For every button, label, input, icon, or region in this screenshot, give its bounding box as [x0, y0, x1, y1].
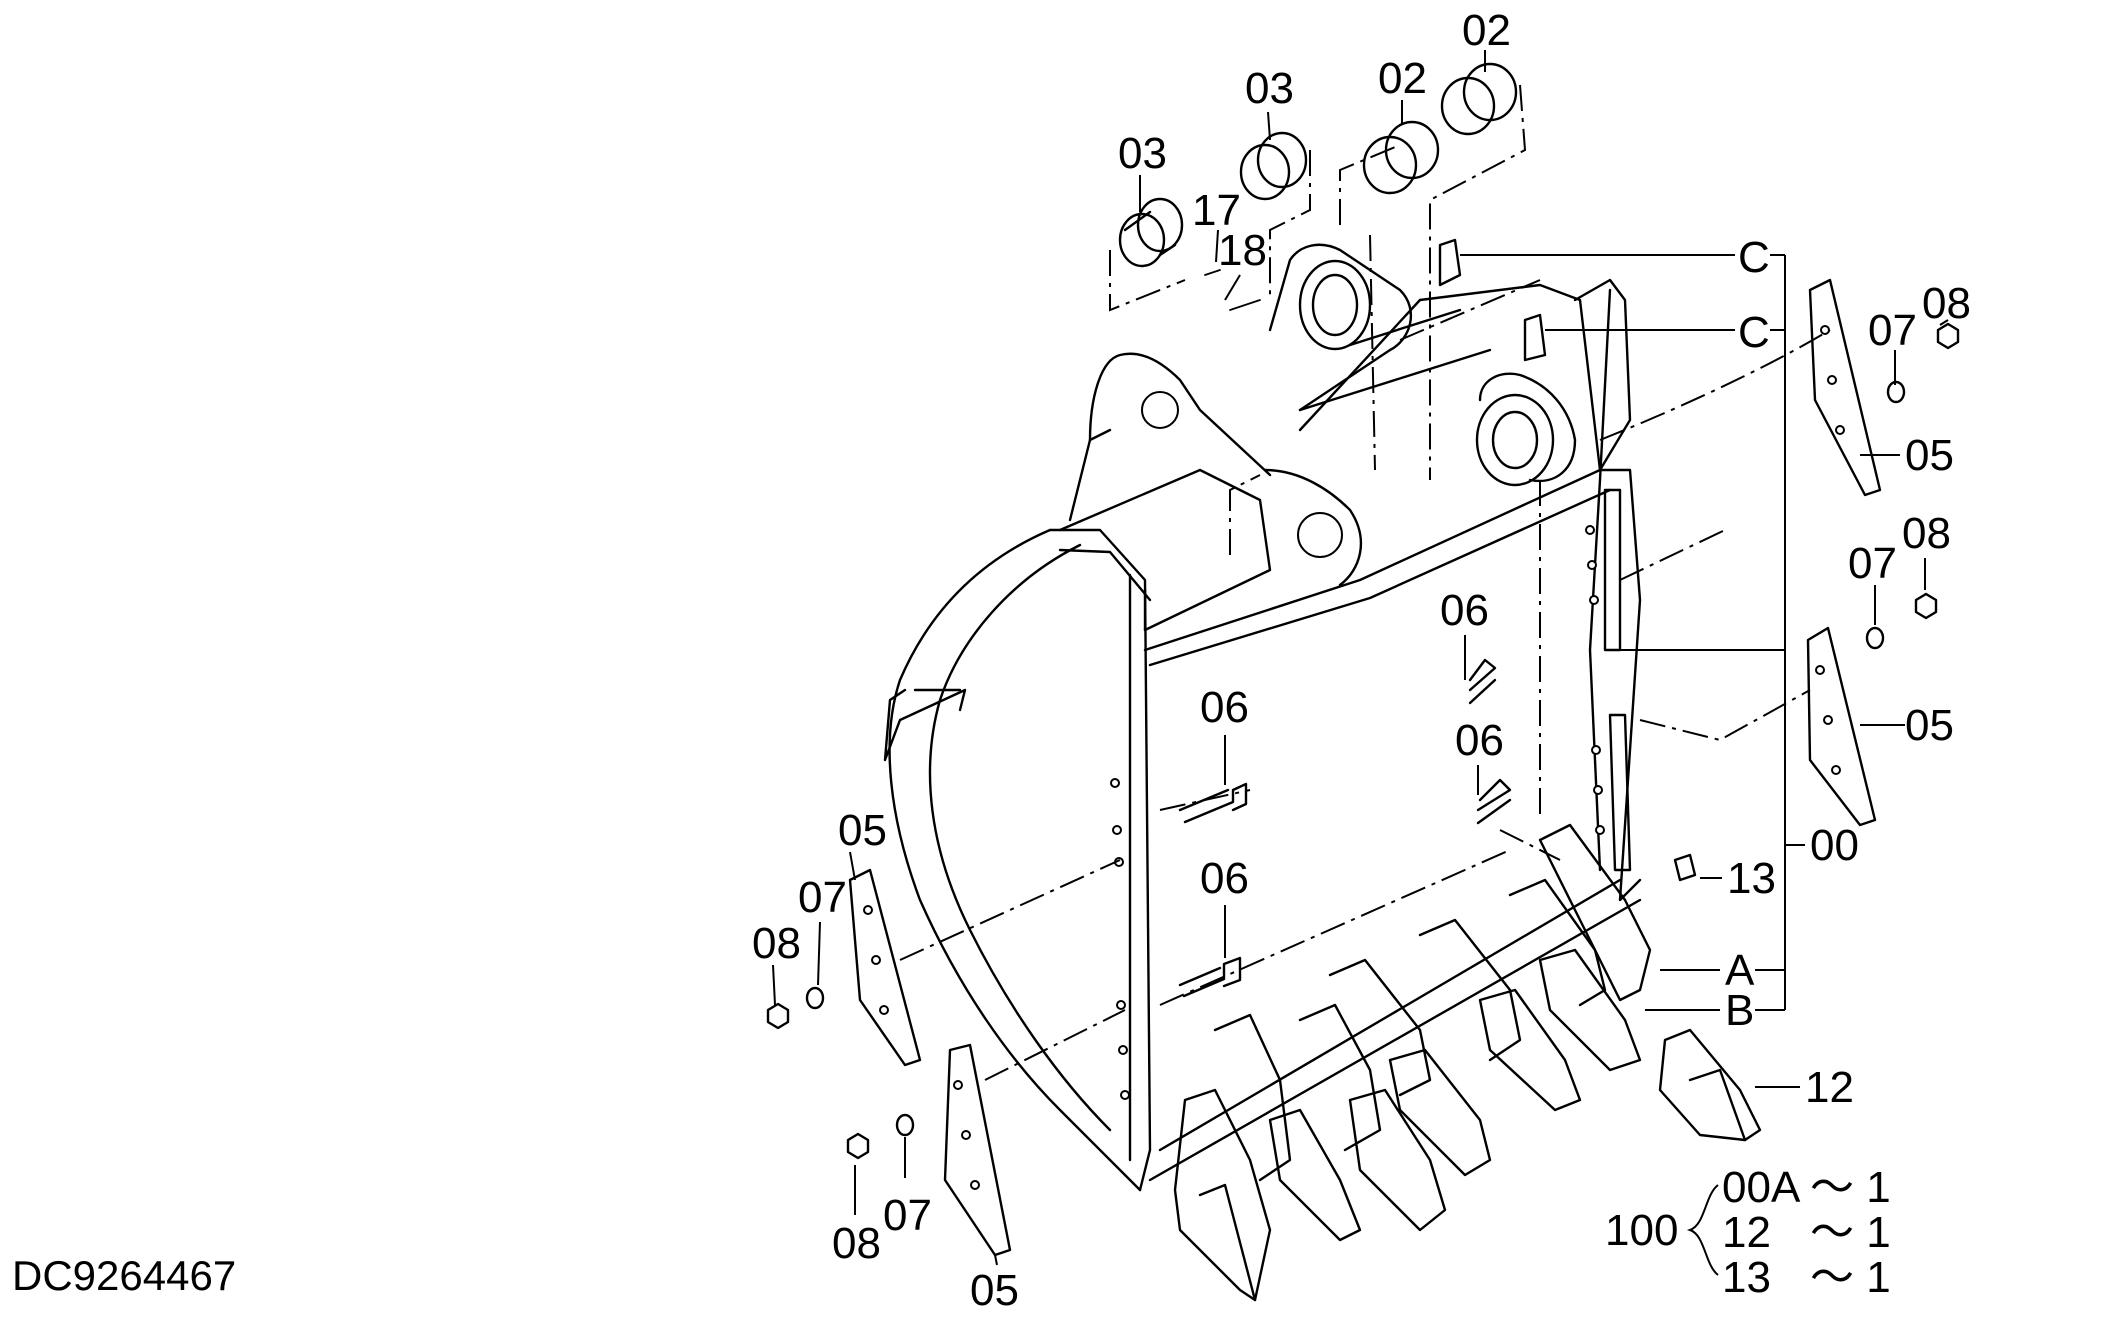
tooth-5: [1418, 918, 1582, 1112]
callout-leaders: [772, 50, 1949, 1276]
callout-03-b: 03: [1118, 129, 1167, 178]
callout-B: B: [1725, 986, 1754, 1035]
kit-row-3-range: ～ 1: [1810, 1253, 1891, 1302]
side-cutters: [766, 278, 1960, 1257]
kit-legend: 100 00A ～ 1 12 ～ 1 13 ～ 1: [1605, 1163, 1891, 1302]
mounting-brackets: [1068, 238, 1577, 587]
callout-06-c: 06: [1440, 586, 1489, 635]
callout-08-c: 08: [1922, 279, 1971, 328]
callout-06-a: 06: [1200, 683, 1249, 732]
callout-A: A: [1725, 946, 1755, 995]
bucket-body: [883, 278, 1642, 1192]
callout-12: 12: [1805, 1063, 1854, 1112]
kit-number: 100: [1605, 1206, 1678, 1255]
callout-labels: 02 02 03 03 17 18 C C 08 07 05 08 07 05 …: [752, 6, 1971, 1315]
tooth-2: [1213, 1013, 1362, 1242]
callout-C-b: C: [1738, 308, 1770, 357]
callout-07-b: 07: [883, 1191, 932, 1240]
bucket-teeth: [1173, 823, 1762, 1302]
bushing-parts: [1118, 62, 1518, 311]
callout-05-c: 05: [1905, 431, 1954, 480]
callout-06-d: 06: [1455, 716, 1504, 765]
callout-13: 13: [1727, 854, 1776, 903]
drawing-id: DC9264467: [12, 1252, 236, 1299]
bushing-02-left: [1362, 120, 1440, 195]
tooth-7: [1538, 823, 1652, 1002]
callout-08-a: 08: [752, 919, 801, 968]
tooth-cap-12: [1658, 1028, 1762, 1142]
kit-row-2-part: 12: [1722, 1208, 1771, 1257]
callout-07-c: 07: [1868, 306, 1917, 355]
callout-05-d: 05: [1905, 701, 1954, 750]
callout-08-b: 08: [832, 1219, 881, 1268]
centerlines: [899, 84, 1831, 1081]
callout-07-d: 07: [1848, 539, 1897, 588]
callout-03-a: 03: [1245, 64, 1294, 113]
bushing-02-right: [1440, 62, 1518, 136]
kit-row-3-part: 13: [1722, 1253, 1771, 1302]
tooth-3: [1298, 1003, 1447, 1232]
callout-05-a: 05: [838, 806, 887, 855]
kit-row-1-part: 00A: [1722, 1163, 1801, 1212]
callout-02-a: 02: [1462, 6, 1511, 55]
callout-18: 18: [1218, 226, 1267, 275]
kit-row-1-range: ～ 1: [1810, 1163, 1891, 1212]
tooth-1: [1173, 1088, 1272, 1302]
pin-13: [1673, 853, 1697, 882]
bushing-03-right: [1239, 131, 1308, 201]
callout-00: 00: [1810, 821, 1859, 870]
callout-06-b: 06: [1200, 854, 1249, 903]
kit-row-2-range: ～ 1: [1810, 1208, 1891, 1257]
callout-07-a: 07: [798, 873, 847, 922]
callout-05-b: 05: [970, 1266, 1019, 1315]
tooth-4: [1328, 958, 1492, 1177]
bushing-03-left: [1118, 197, 1184, 268]
callout-08-d: 08: [1902, 509, 1951, 558]
callout-17: 17: [1192, 186, 1241, 235]
callout-C-a: C: [1738, 233, 1770, 282]
callout-02-b: 02: [1378, 54, 1427, 103]
